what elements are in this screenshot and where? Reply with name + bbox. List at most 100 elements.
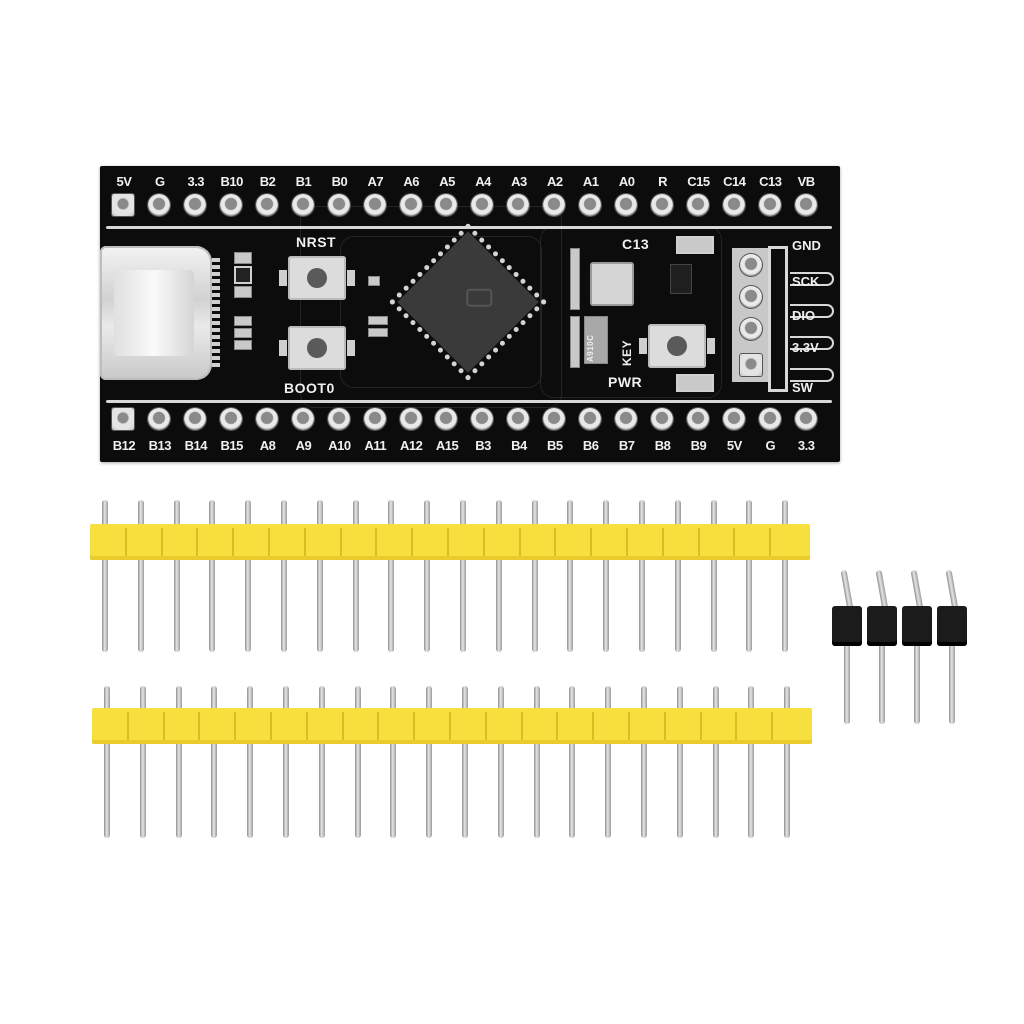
header-pin: [390, 686, 397, 838]
pin-label: A1: [582, 174, 599, 189]
pin-label: B8: [654, 438, 671, 453]
pin-label: B10: [220, 174, 243, 189]
spacer-segment: [124, 528, 127, 556]
spacer-segment: [162, 712, 165, 740]
swd-pin-pad: [740, 286, 762, 308]
spacer-segment: [270, 712, 272, 740]
smd-resistor: [570, 316, 580, 368]
swd-pin-pad-square: [740, 354, 762, 376]
header-pin: [639, 500, 645, 652]
header-pin: [784, 686, 791, 838]
pin-label: 3.3: [797, 438, 815, 453]
pin-pad: [722, 408, 745, 430]
header-pin: [175, 686, 182, 838]
header-pin: [495, 500, 502, 652]
swd-label-dio: DIO: [792, 308, 816, 323]
spacer-segment: [554, 528, 557, 556]
pin-pad: [507, 408, 530, 430]
c13-status-led: [676, 236, 714, 254]
pin-label: A4: [475, 174, 491, 189]
pin-label: 5V: [116, 174, 132, 189]
spacer-segment: [447, 528, 449, 556]
header-pin: [462, 686, 468, 838]
pin-label: A6: [403, 174, 420, 189]
pin-pad: [758, 194, 781, 216]
pin-label: C15: [687, 174, 710, 189]
spacer-segment: [590, 528, 593, 556]
plastic-spacer-bar: [90, 524, 810, 560]
header-pin: [748, 686, 755, 838]
spacer-segment: [735, 712, 738, 740]
bent-pin-top: [945, 569, 959, 611]
header-pin: [424, 500, 431, 652]
spacer-segment: [377, 712, 380, 740]
user-key-button[interactable]: [639, 324, 715, 368]
spacer-segment: [556, 712, 559, 740]
header-pin: [388, 500, 395, 652]
pin-label: B14: [184, 438, 208, 453]
pin-label: 5V: [726, 438, 742, 453]
header-pin: [211, 686, 218, 838]
pin-label: B15: [220, 438, 243, 453]
header-pin: [316, 500, 323, 652]
header-pin: [173, 500, 180, 652]
power-led: [676, 374, 714, 392]
boot0-label: BOOT0: [284, 380, 335, 396]
header-pin: [879, 644, 885, 724]
swd-pin-pad: [740, 254, 762, 276]
spacer-segment: [771, 712, 774, 740]
pin-label: A7: [367, 174, 384, 189]
dev-board-pcb: 5V G 3.3 B10 B2 B1 B0 A7 A6 A5 A4 A3 A2 …: [100, 166, 840, 462]
top-pin-pad-row: [112, 194, 817, 216]
pin-label: A5: [439, 174, 455, 189]
boot0-button[interactable]: [279, 326, 355, 370]
header-pin: [102, 500, 108, 652]
pin-label: B1: [295, 174, 312, 189]
pin-pad: [255, 408, 278, 430]
spacer-segment: [733, 528, 736, 556]
plastic-spacer-bar: [92, 708, 812, 744]
header-pin: [460, 500, 466, 652]
spacer-segment: [303, 528, 306, 556]
pin-label: B12: [112, 438, 136, 453]
pin-pad: [615, 408, 638, 430]
header-pin: [569, 686, 576, 838]
header-pin: [710, 500, 717, 652]
bottom-pin-pad-row: [112, 408, 817, 430]
spacer-segment: [484, 712, 487, 740]
header-pin: [281, 500, 287, 652]
regulator-marking: A910C: [586, 334, 595, 362]
pin-pad: [651, 194, 674, 216]
smd-resistor-array: [570, 248, 580, 310]
header-pin: [676, 686, 683, 838]
header-pin: [914, 644, 920, 724]
pin-pad: [651, 408, 674, 430]
spacer-segment: [661, 528, 664, 556]
smd-resistor: [234, 328, 252, 338]
swd-silkscreen-bracket: [768, 246, 788, 392]
spacer-segment: [339, 528, 342, 556]
pin-label: G: [765, 438, 776, 453]
pin-label: B5: [547, 438, 563, 453]
pin-label: B6: [582, 438, 599, 453]
pin-label: A0: [618, 174, 635, 189]
spacer-segment: [305, 712, 308, 740]
spacer-segment: [232, 528, 235, 556]
pin-label: A8: [259, 438, 276, 453]
pin-pad: [435, 194, 458, 216]
pin-pad: [291, 194, 314, 216]
header-pin: [533, 686, 540, 838]
pin-pad: [183, 194, 206, 216]
pin-pad: [327, 408, 350, 430]
pin-label: C13: [759, 174, 782, 189]
header-pin: [354, 686, 361, 838]
pin-pad: [543, 194, 566, 216]
nrst-reset-button[interactable]: [279, 256, 355, 300]
header-pin: [283, 686, 289, 838]
header-pin: [352, 500, 359, 652]
spacer-segment: [518, 528, 521, 556]
silkscreen-rail-top: [106, 226, 832, 229]
header-pin: [641, 686, 647, 838]
header-pin: [104, 686, 110, 838]
pin-label: A3: [511, 174, 527, 189]
